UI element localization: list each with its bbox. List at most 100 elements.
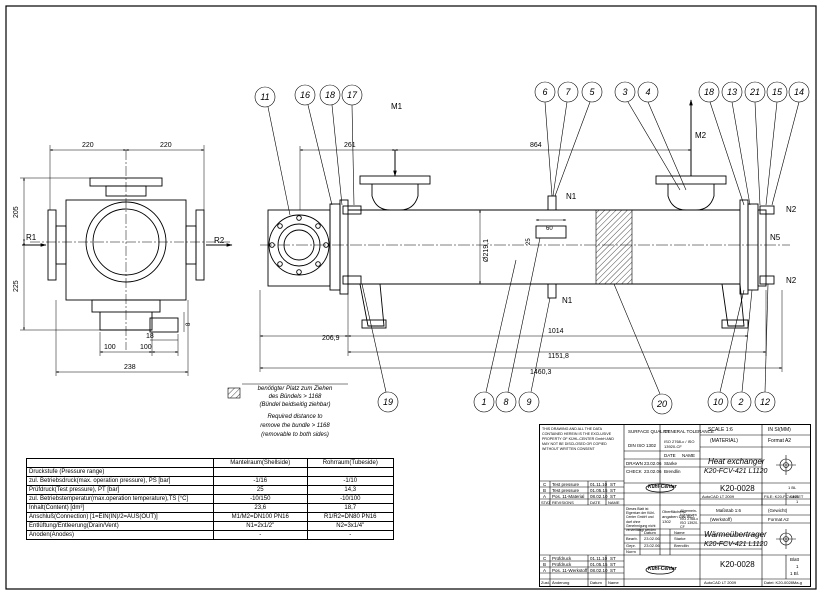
nozzle-label-n5: N5 [770, 233, 781, 242]
table-cell: -1/16 [213, 476, 308, 486]
de-material: (Werkstoff) [710, 517, 732, 522]
units-label: IN SI(MM) [768, 427, 791, 433]
de-disclaimer-text: Dieses Blatt ist Eigentum der Kühl-Cente… [626, 507, 656, 533]
de-blatt-value: 1 [796, 564, 799, 569]
de-norm-label: Norm [626, 549, 636, 554]
table-cell: Anoden(Anodes) [26, 530, 214, 540]
balloon-6: 6 [542, 87, 547, 97]
note-en-3: (removable to both sides) [261, 432, 329, 438]
table-cell: Anschluß(Connection) [1=EIN(IN)/2=AUS(OU… [26, 512, 214, 522]
de-tolerance: Allgemein-toleranzen ISO 2768-c ISO 1392… [680, 509, 699, 529]
de-rev-head-name: Name [608, 580, 619, 585]
title-en-1: Heat exchanger [708, 457, 765, 466]
general-tolerance-value: ISO 2768-c / ISO 13920-CF [664, 439, 695, 449]
table-cell: - [213, 530, 308, 540]
de-drawn-date: 23.02.06 [644, 536, 660, 541]
de-rev-c-date: 01.11.10 [590, 556, 608, 561]
table-row: zul. Betriebsdruck(max. operation pressu… [26, 476, 395, 486]
format-en: Format A2 [768, 438, 792, 444]
dim-1460-3: 1460,3 [530, 369, 552, 376]
de-rev-a: A [543, 568, 547, 573]
de-check-date: 23.02.06 [644, 543, 660, 548]
balloon-3: 3 [622, 87, 627, 97]
end-view [30, 150, 230, 350]
note-en-1: Required distance to [267, 414, 323, 420]
table-cell [306, 467, 395, 477]
table-cell: zul. Betriebsdruck(max. operation pressu… [26, 476, 214, 486]
title-de-2: K20-FCV-421 L1120 [704, 541, 768, 548]
table-cell: 14,3 [306, 485, 395, 495]
table-header-cell: Rohrraum(Tubeside) [306, 458, 395, 468]
name-header: NAME [682, 453, 696, 458]
disclaimer-text: THIS DRAWING AND ALL THE DATA CONTAINED … [542, 427, 614, 451]
rev-a-name: ST [610, 494, 616, 499]
nozzle-label-m2: M2 [695, 131, 707, 140]
table-cell [213, 467, 308, 477]
dim-205: 205 [13, 206, 20, 218]
de-drawn-label: Bearb. [626, 536, 638, 541]
check-label: CHECK [626, 469, 642, 474]
de-rev-c-desc: Prüfdruck [552, 556, 572, 561]
de-drawn-name: Starke [674, 536, 686, 541]
rev-b-desc: Test pressure [552, 488, 580, 493]
table-row: zul. Betriebstemperatur(max.operation te… [26, 494, 395, 504]
de-scale: Maßstab 1:6 [716, 508, 742, 513]
dim-60: 60 [546, 226, 553, 232]
side-view [267, 175, 775, 329]
autocad-label-top: AutoCAD LT 2009 [702, 494, 735, 499]
table-cell: 25 [213, 485, 308, 495]
balloon-5: 5 [589, 87, 595, 97]
dim-261: 261 [344, 142, 356, 149]
balloon-1: 1 [481, 397, 486, 407]
dim-25: 25 [526, 238, 532, 245]
note-en-2: remove the bundle > 1168 [260, 423, 330, 429]
balloon-8: 8 [503, 397, 508, 407]
de-date-header: Datum [644, 530, 656, 535]
title-en-2: K20-FCV-421 L1120 [704, 468, 768, 475]
table-cell: -10/150 [213, 494, 308, 504]
de-rev-a-date: 08.02.10 [590, 568, 608, 573]
balloon-16: 16 [300, 90, 310, 100]
title-block: THIS DRAWING AND ALL THE DATA CONTAINED … [539, 424, 811, 587]
de-file-label: Datei: K20-0028Ma-g [764, 580, 803, 585]
de-blatt-label: Blatt [790, 557, 800, 562]
dim-8: 8 [186, 322, 192, 326]
rev-a-desc: Pos. 11-Material [552, 494, 585, 499]
title-de-1: Wärmeübertrager [704, 530, 767, 539]
de-rev-c: C [543, 556, 547, 561]
rev-c-date: 01.11.10 [590, 482, 608, 487]
dim-864: 864 [530, 142, 542, 149]
table-cell: Druckstufe (Pressure range) [26, 467, 214, 477]
sheet-border [5, 5, 817, 590]
format-de: Format A2 [768, 517, 789, 522]
de-rev-head-stat: Zust. [541, 580, 550, 585]
balloon-9: 9 [526, 397, 531, 407]
rev-head-revisions: REVISIONS [552, 500, 574, 505]
table-cell: -1/10 [306, 476, 395, 486]
autocad-label-bottom: AutoCAD LT 2009 [704, 580, 737, 585]
de-rev-c-name: ST [610, 556, 616, 561]
de-rev-a-desc: Pos. 11-Werkstoff [552, 568, 588, 573]
balloon-13: 13 [727, 87, 737, 97]
table-row: Anschluß(Connection) [1=EIN(IN)/2=AUS(OU… [26, 512, 395, 522]
rev-b: B [543, 488, 547, 493]
table-header-row: Mantelraum(Shellside) Rohrraum(Tubeside) [26, 458, 395, 468]
baffle-section [595, 209, 633, 285]
surface-quality-label: SURFACE QUALITY [628, 429, 670, 434]
drawing-no-top: K20-0028 [720, 484, 755, 493]
sheet-value-top: 1 [796, 499, 799, 504]
check-date: 23.02.06 [644, 469, 662, 474]
surface-quality-value: DIN ISO 1302 [628, 443, 657, 448]
table-cell: R1/R2=DN80 PN16 [306, 512, 395, 522]
drawn-date: 23.02.06 [644, 461, 662, 466]
balloon-10: 10 [713, 397, 723, 407]
de-rev-a-name: ST [610, 568, 616, 573]
table-header-cell: Mantelraum(Shellside) [213, 458, 308, 468]
de-check-label: Gepr. [626, 543, 636, 548]
rev-c: C [543, 482, 547, 487]
dim-238: 238 [124, 364, 136, 371]
rev-a-date: 08.02.10 [590, 494, 608, 499]
table-cell: 23,6 [213, 503, 308, 513]
